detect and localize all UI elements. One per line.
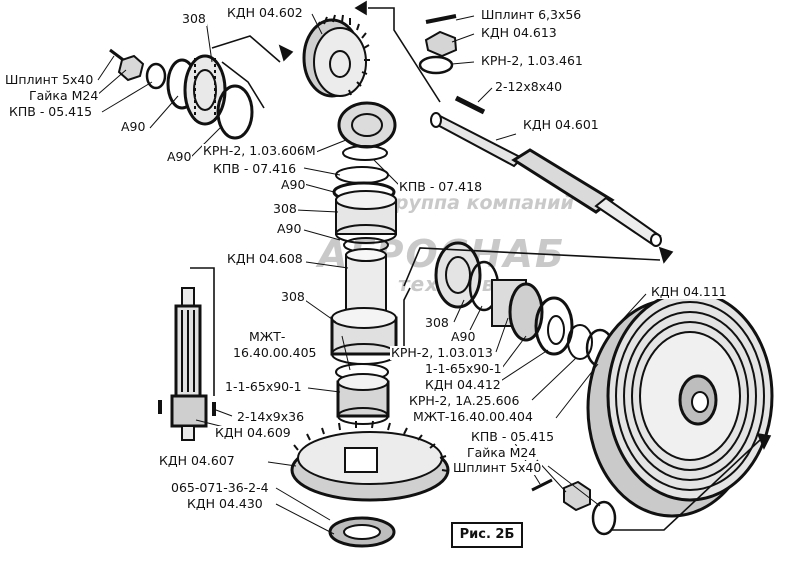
label-cuff-65x90-right: 1-1-65x90-1 [424, 361, 503, 376]
assembly-lines [190, 0, 772, 531]
label-308-right: 308 [424, 315, 450, 330]
main-shaft [430, 95, 662, 247]
label-kdn-04613: КДН 04.613 [480, 25, 558, 40]
label-kdn-04111: КДН 04.111 [650, 284, 728, 299]
label-key-2-12x8x40: 2-12x8x40 [494, 79, 564, 94]
label-key-2-14x9x36: 2-14x9x36 [236, 409, 306, 424]
label-kdn-04430: КДН 04.430 [186, 496, 264, 511]
label-cotter-6-3x56: Шплинт 6,3x56 [480, 7, 583, 22]
label-cotter-5x40-top: Шплинт 5x40 [4, 72, 95, 87]
label-krn2-1a25606: КРН-2, 1А.25.606 [408, 393, 521, 408]
label-a90-mid: А90 [280, 177, 307, 192]
right-bearing-stack [434, 241, 615, 368]
label-a90-shaft: А90 [276, 221, 303, 236]
bevel-gear-top [302, 14, 370, 98]
label-krn2-103461: КРН-2, 1.03.461 [480, 53, 584, 68]
bottom-seal [328, 516, 396, 548]
bottom-right-fasteners [531, 478, 617, 536]
central-shaft-stack [330, 166, 398, 425]
splined-shaft-left [158, 287, 216, 441]
label-cotter-5x40-bottom: Шплинт 5x40 [452, 460, 543, 475]
label-mzht-404: МЖТ-16.40.00.404 [412, 409, 534, 424]
label-kdn-04607: КДН 04.607 [158, 453, 236, 468]
label-kdn-04412: КДН 04.412 [424, 377, 502, 392]
label-cuff-65x90-left: 1-1-65x90-1 [224, 379, 303, 394]
v-belt-pulley [586, 290, 774, 518]
figure-caption: Рис. 2Б [451, 522, 523, 548]
label-oring-065-071: 065-071-36-2-4 [170, 480, 270, 495]
label-a90-left: А90 [120, 119, 147, 134]
label-kdn-04608: КДН 04.608 [226, 251, 304, 266]
label-a90-lower: А90 [166, 149, 193, 164]
label-a90-right: А90 [450, 329, 477, 344]
label-mzht-405-line1: МЖТ- [248, 329, 287, 344]
label-308-top: 308 [181, 11, 207, 26]
watermark-line-1: группа компаний [385, 192, 574, 214]
label-kdn-04601: КДН 04.601 [522, 117, 600, 132]
label-krn2-103606m: КРН-2, 1.03.606М [202, 143, 317, 158]
label-nut-m24-top: Гайка М24 [28, 88, 100, 103]
label-kdn-04602: КДН 04.602 [226, 5, 304, 20]
label-308-low: 308 [280, 289, 306, 304]
label-mzht-405-line2: 16.40.00.405 [232, 345, 318, 360]
top-right-small-parts [418, 14, 458, 75]
label-kdn-04609: КДН 04.609 [214, 425, 292, 440]
label-krn2-103013: КРН-2, 1.03.013 [390, 345, 494, 360]
large-spur-gear [290, 420, 450, 502]
label-kpv-05415-top: КПВ - 05.415 [8, 104, 94, 119]
label-kpv-07418: КПВ - 07.418 [398, 179, 484, 194]
top-left-hub-assembly [109, 48, 254, 140]
label-kpv-07416: КПВ - 07.416 [212, 161, 298, 176]
label-308-mid: 308 [272, 201, 298, 216]
label-kpv-05415-bottom: КПВ - 05.415 [470, 429, 556, 444]
splined-hub [337, 101, 397, 161]
label-nut-m24-bottom: Гайка М24 [466, 445, 538, 460]
